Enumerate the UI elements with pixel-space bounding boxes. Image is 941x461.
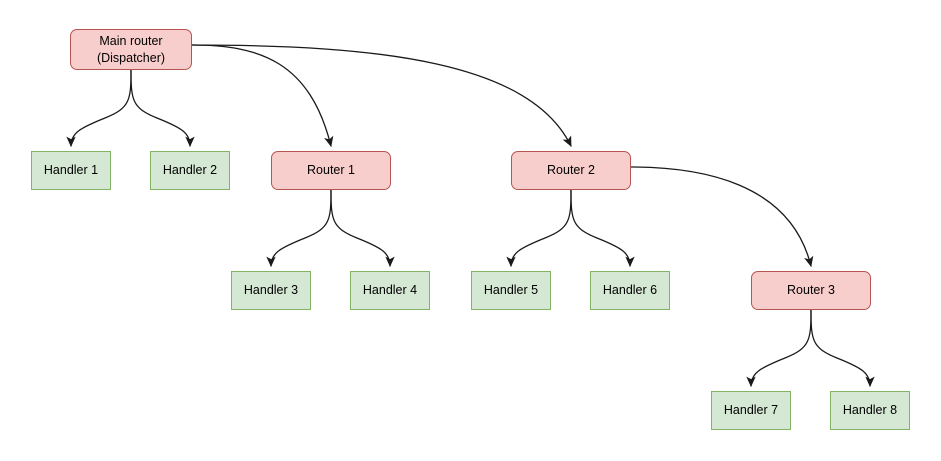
edge-main-router-to-router-2 bbox=[191, 44, 572, 147]
edge-main-router-to-handler-1 bbox=[66, 69, 132, 148]
node-label-handler-6: Handler 6 bbox=[602, 283, 658, 298]
node-label-handler-2: Handler 2 bbox=[162, 163, 218, 178]
edge-router-2-to-handler-6 bbox=[570, 189, 635, 268]
edge-router-2-to-router-3 bbox=[630, 166, 814, 268]
node-handler-5[interactable]: Handler 5 bbox=[471, 271, 551, 310]
node-label-router-3: Router 3 bbox=[787, 283, 835, 298]
node-label-handler-4: Handler 4 bbox=[362, 283, 418, 298]
node-label-router-1: Router 1 bbox=[307, 163, 355, 178]
node-handler-2[interactable]: Handler 2 bbox=[150, 151, 230, 190]
node-label-handler-5: Handler 5 bbox=[483, 283, 539, 298]
edge-main-router-to-router-1 bbox=[191, 44, 334, 148]
node-router-2[interactable]: Router 2 bbox=[511, 151, 631, 190]
edge-router-3-to-handler-7 bbox=[746, 309, 812, 388]
node-handler-3[interactable]: Handler 3 bbox=[231, 271, 311, 310]
node-label-router-2: Router 2 bbox=[547, 163, 595, 178]
edge-router-2-to-handler-5 bbox=[506, 189, 572, 268]
node-label-handler-3: Handler 3 bbox=[243, 283, 299, 298]
node-handler-7[interactable]: Handler 7 bbox=[711, 391, 791, 430]
node-handler-6[interactable]: Handler 6 bbox=[590, 271, 670, 310]
node-label-handler-7: Handler 7 bbox=[723, 403, 779, 418]
edge-router-1-to-handler-4 bbox=[330, 189, 395, 268]
node-handler-1[interactable]: Handler 1 bbox=[31, 151, 111, 190]
edge-router-1-to-handler-3 bbox=[266, 189, 332, 268]
edge-router-3-to-handler-8 bbox=[810, 309, 875, 388]
node-label-handler-8: Handler 8 bbox=[842, 403, 898, 418]
node-handler-8[interactable]: Handler 8 bbox=[830, 391, 910, 430]
node-handler-4[interactable]: Handler 4 bbox=[350, 271, 430, 310]
node-label-main-router: Main router (Dispatcher) bbox=[96, 34, 166, 65]
node-label-handler-1: Handler 1 bbox=[43, 163, 99, 178]
node-router-1[interactable]: Router 1 bbox=[271, 151, 391, 190]
node-router-3[interactable]: Router 3 bbox=[751, 271, 871, 310]
edge-main-router-to-handler-2 bbox=[130, 69, 195, 148]
node-main-router[interactable]: Main router (Dispatcher) bbox=[70, 29, 192, 70]
